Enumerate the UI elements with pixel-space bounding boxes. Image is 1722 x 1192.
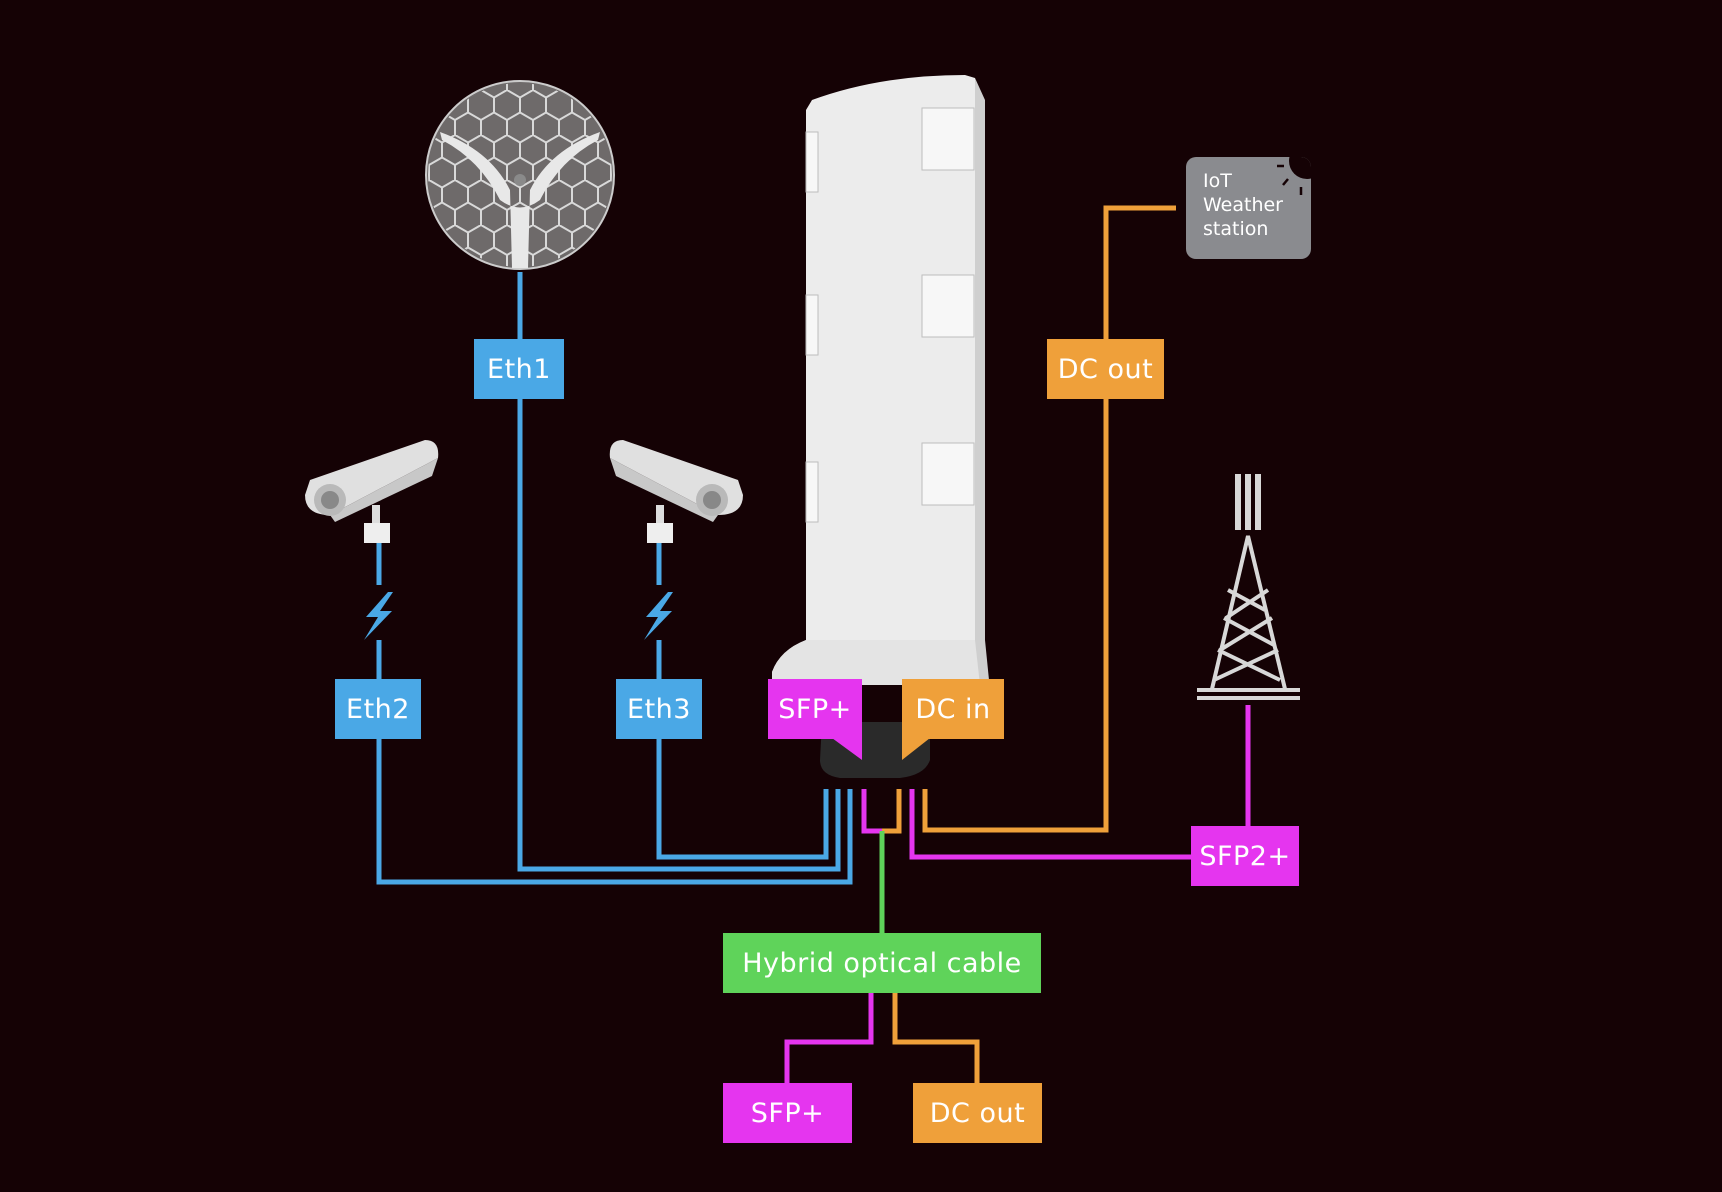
iot-line3: station <box>1203 218 1269 240</box>
dc-out-cable <box>922 205 1176 833</box>
sfp-bottom-label: SFP+ <box>723 1083 852 1143</box>
sfp-bottom-cable <box>784 993 874 1083</box>
iot-weather-station-box: IoT Weather station <box>1186 157 1311 259</box>
lightning-right-icon <box>644 592 673 640</box>
sun-icon <box>1289 157 1311 179</box>
sfp2-cable <box>909 789 1191 860</box>
eth2-label: Eth2 <box>335 679 421 739</box>
dish-antenna-icon <box>425 80 615 270</box>
dc-in-cable <box>882 789 902 834</box>
dc-in-callout-tail <box>902 738 930 760</box>
iot-line1: IoT <box>1203 170 1232 192</box>
iot-line2: Weather <box>1203 194 1283 216</box>
sfp-callout-tail <box>832 738 862 760</box>
dc-in-label: DC in <box>902 679 1004 739</box>
cell-tower-icon <box>1197 474 1300 700</box>
security-camera-right-icon <box>609 440 743 543</box>
eth2-cable-lower <box>376 640 853 885</box>
eth3-cable-lower <box>656 640 829 860</box>
sfp-cable <box>861 789 882 834</box>
sfp2-label: SFP2+ <box>1191 826 1299 886</box>
dc-out-top-label: DC out <box>1047 339 1164 399</box>
sun-rays-icon <box>1277 164 1303 195</box>
security-camera-left-icon <box>305 440 439 543</box>
dc-out-bottom-cable <box>892 993 980 1083</box>
eth1-cable <box>517 272 841 872</box>
sfp-port-label: SFP+ <box>768 679 862 739</box>
hybrid-cable-label: Hybrid optical cable <box>723 933 1041 993</box>
eth3-label: Eth3 <box>616 679 702 739</box>
dc-out-bottom-label: DC out <box>913 1083 1042 1143</box>
lightning-left-icon <box>364 592 393 640</box>
eth1-label: Eth1 <box>474 339 564 399</box>
outdoor-enclosure-device-icon <box>772 75 990 778</box>
